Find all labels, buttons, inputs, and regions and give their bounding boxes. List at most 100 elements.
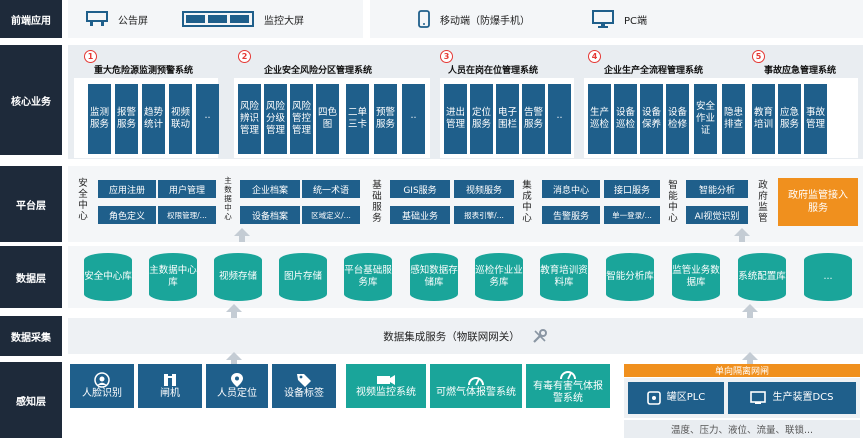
- core-item[interactable]: 报警服务: [115, 84, 138, 154]
- core-number-5: 5: [752, 50, 765, 63]
- core-item[interactable]: 风险分级管理: [264, 84, 287, 154]
- data-store: 平台基础服务库: [344, 253, 392, 301]
- gateway-bar: 单向隔离网闸: [624, 364, 860, 377]
- platform-item[interactable]: 区域定义/...: [302, 206, 360, 224]
- platform-item[interactable]: 应用注册: [98, 180, 156, 198]
- platform-item[interactable]: 用户管理: [158, 180, 216, 198]
- core-item-more[interactable]: ··: [548, 84, 571, 154]
- platform-item[interactable]: 基础业务: [390, 206, 450, 224]
- mobile-phone-icon: [418, 10, 430, 28]
- data-store: 监管业务数据库: [672, 253, 720, 301]
- core-number-1: 1: [84, 50, 97, 63]
- core-item[interactable]: 视频联动: [169, 84, 192, 154]
- core-number-2: 2: [238, 50, 251, 63]
- core-number-3: 3: [440, 50, 453, 63]
- camera-icon: [377, 375, 395, 385]
- platform-base-label: 基础服务: [372, 180, 382, 224]
- device-tank-plc[interactable]: 罐区PLC: [628, 382, 724, 414]
- gov-access-button[interactable]: 政府监管接入服务: [778, 178, 858, 226]
- sensor-label: 有毒有害气体报警系统: [533, 381, 603, 404]
- platform-security-label: 安全中心: [78, 178, 88, 222]
- signal-types-bar: 温度、压力、液位、流量、联锁...: [624, 420, 860, 438]
- core-item[interactable]: 监测服务: [88, 84, 111, 154]
- data-store: 智能分析库: [606, 253, 654, 301]
- front-item-bulletin[interactable]: 公告屏: [118, 15, 148, 27]
- core-item[interactable]: 安全作业证: [694, 84, 717, 154]
- platform-item[interactable]: 智能分析: [686, 180, 748, 198]
- platform-item[interactable]: 设备档案: [240, 206, 300, 224]
- core-item[interactable]: 趋势统计: [142, 84, 165, 154]
- core-item[interactable]: 风险辨识管理: [238, 84, 261, 154]
- front-item-pc[interactable]: PC端: [624, 15, 648, 27]
- sensor-label: 人员定位: [217, 388, 257, 399]
- dcs-screen-icon: [750, 391, 767, 404]
- device-production-dcs[interactable]: 生产装置DCS: [728, 382, 856, 414]
- platform-item[interactable]: 统一术语: [302, 180, 360, 198]
- core-item[interactable]: 生产巡检: [588, 84, 611, 154]
- device-label: 生产装置DCS: [772, 392, 834, 403]
- plc-icon: [646, 391, 661, 405]
- platform-item[interactable]: AI视觉识别: [686, 206, 748, 224]
- tag-icon: [297, 374, 311, 387]
- data-store: 教育培训资料库: [540, 253, 588, 301]
- core-item[interactable]: 告警服务: [522, 84, 545, 154]
- collect-row: 数据集成服务（物联网网关）: [68, 318, 863, 354]
- layer-label-data: 数据层: [0, 246, 62, 308]
- sensor-label: 可燃气体报警系统: [436, 387, 516, 398]
- data-store: 系统配置库: [738, 253, 786, 301]
- core-item[interactable]: 进出管理: [444, 84, 467, 154]
- core-item[interactable]: 教育培训: [752, 84, 775, 154]
- layer-label-core: 核心业务: [0, 45, 62, 155]
- sensor-toxic-gas[interactable]: 有毒有害气体报警系统: [526, 364, 610, 408]
- core-item[interactable]: 四色图: [316, 84, 339, 154]
- platform-item[interactable]: 企业档案: [240, 180, 300, 198]
- core-item[interactable]: 电子围栏: [496, 84, 519, 154]
- sensor-person-location[interactable]: 人员定位: [206, 364, 268, 408]
- core-item[interactable]: 事故管理: [804, 84, 827, 154]
- layer-label-collect: 数据采集: [0, 316, 62, 356]
- sensor-video-monitoring[interactable]: 视频监控系统: [346, 364, 426, 408]
- platform-item[interactable]: 消息中心: [542, 180, 600, 198]
- core-item[interactable]: 预警服务: [374, 84, 397, 154]
- gauge-icon: [468, 377, 484, 386]
- data-store: 巡检作业业务库: [475, 253, 523, 301]
- sensor-face-recognition[interactable]: 人脸识别: [70, 364, 134, 408]
- platform-item[interactable]: 角色定义: [98, 206, 156, 224]
- data-store: 视频存储: [214, 253, 262, 301]
- sensor-label: 视频监控系统: [356, 387, 416, 398]
- core-item[interactable]: 风险管控管理: [290, 84, 313, 154]
- platform-intel-label: 智能中心: [668, 180, 678, 224]
- up-arrow-icon: [226, 352, 242, 366]
- up-arrow-icon: [742, 304, 758, 318]
- sensor-combustible-gas[interactable]: 可燃气体报警系统: [430, 364, 522, 408]
- platform-item[interactable]: 权限管理/...: [158, 206, 216, 224]
- core-item-more[interactable]: ··: [402, 84, 425, 154]
- sensor-device-tag[interactable]: 设备标签: [272, 364, 336, 408]
- platform-item[interactable]: 视频服务: [454, 180, 514, 198]
- data-store: 安全中心库: [84, 253, 132, 301]
- core-item[interactable]: 定位服务: [470, 84, 493, 154]
- data-store: 感知数据存储库: [410, 253, 458, 301]
- platform-item[interactable]: 告警服务: [542, 206, 600, 224]
- platform-item[interactable]: 接口服务: [604, 180, 660, 198]
- sensor-gate[interactable]: 闸机: [138, 364, 202, 408]
- platform-band: [68, 166, 863, 242]
- core-item[interactable]: 应急服务: [778, 84, 801, 154]
- collect-band: [68, 318, 863, 354]
- core-item[interactable]: 设备巡检: [614, 84, 637, 154]
- front-item-mobile[interactable]: 移动端（防爆手机）: [440, 15, 530, 27]
- core-item[interactable]: 设备检修: [666, 84, 689, 154]
- core-item[interactable]: 二单三卡: [346, 84, 369, 154]
- layer-label-front: 前端应用: [0, 0, 62, 38]
- platform-integration-label: 集成中心: [522, 180, 532, 224]
- front-item-monitor-wall[interactable]: 监控大屏: [264, 15, 304, 27]
- platform-gov-label: 政府监管: [758, 180, 768, 224]
- core-item[interactable]: 设备保养: [640, 84, 663, 154]
- platform-item[interactable]: 单一登录/...: [604, 206, 660, 224]
- core-number-4: 4: [588, 50, 601, 63]
- platform-item[interactable]: GIS服务: [390, 180, 450, 198]
- platform-item[interactable]: 报表引擎/...: [454, 206, 514, 224]
- core-title-4: 企业生产全流程管理系统: [604, 66, 704, 76]
- core-item[interactable]: 隐患排查: [722, 84, 745, 154]
- core-item-more[interactable]: ··: [196, 84, 219, 154]
